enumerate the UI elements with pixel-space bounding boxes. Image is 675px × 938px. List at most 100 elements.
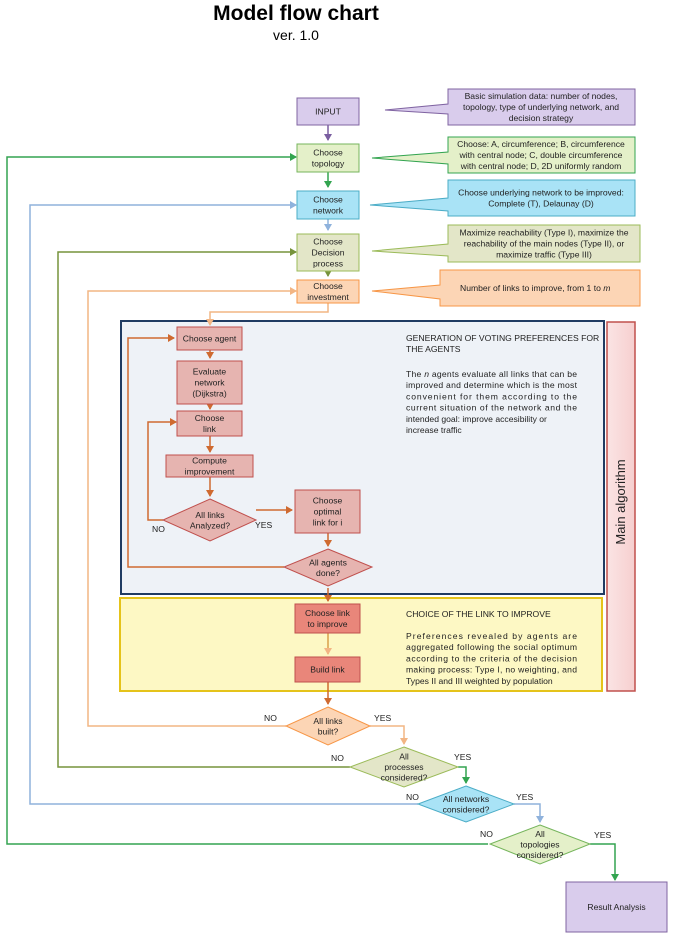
node-texts: INPUTChoosetopologyChoosenetworkChooseDe… bbox=[183, 107, 646, 913]
node-evaluate-line: Evaluate bbox=[193, 367, 227, 377]
decision-links_built-line: All links bbox=[313, 716, 342, 726]
decision-analyzed-line: All links bbox=[195, 510, 224, 520]
arrow-links-built-no-loop bbox=[87, 287, 297, 727]
label-yes-topologies: YES bbox=[594, 830, 611, 840]
arrow-networks-yes bbox=[514, 803, 544, 823]
callout-input-text-line: decision strategy bbox=[509, 113, 574, 123]
choose-decision-node bbox=[296, 233, 360, 272]
arrow-processes-no-loop bbox=[57, 248, 350, 768]
choice-paragraph-line: Types II and III weighted by population bbox=[406, 676, 553, 686]
arrow-processes-yes bbox=[458, 766, 470, 784]
voting-heading: GENERATION OF VOTING PREFERENCES FOR bbox=[406, 333, 599, 343]
label-yes-networks: YES bbox=[516, 792, 533, 802]
evaluate-network-node bbox=[176, 360, 243, 405]
decision-topologies-line: topologies bbox=[520, 840, 559, 850]
choice-paragraph-line: aggregated following the social optimum bbox=[406, 642, 577, 652]
callout-investment bbox=[371, 269, 641, 307]
node-network-line: network bbox=[313, 206, 344, 216]
callout-topology-text-line: with central node; C, double circumferen… bbox=[459, 150, 623, 160]
choice-paragraph-line: making process: Type I, no weighting, an… bbox=[406, 665, 577, 675]
region-texts: GENERATION OF VOTING PREFERENCES FORTHE … bbox=[406, 333, 599, 686]
decision-processes-line: considered? bbox=[381, 773, 428, 783]
input-node bbox=[296, 97, 360, 126]
node-compute-line: Compute bbox=[192, 456, 227, 466]
node-optimal-line: Choose bbox=[313, 496, 343, 506]
choose-link-to-improve-node bbox=[294, 603, 361, 634]
all-topologies-decision bbox=[488, 824, 592, 865]
callout-network bbox=[369, 179, 636, 217]
node-result-line: Result Analysis bbox=[587, 902, 645, 912]
node-link-line: Choose bbox=[195, 413, 225, 423]
callout-input-text-line: topology, type of underlying network, an… bbox=[463, 102, 619, 112]
label-yes-links-built: YES bbox=[374, 713, 391, 723]
label-no-networks: NO bbox=[406, 792, 419, 802]
callout-decision-text-line: reachability of the main nodes (Type II)… bbox=[464, 239, 625, 249]
arrow-analyzed-no-loop bbox=[147, 418, 177, 521]
node-topology-line: Choose bbox=[313, 148, 343, 158]
callout-texts: Basic simulation data: number of nodes,t… bbox=[457, 91, 629, 293]
node-investment-line: investment bbox=[307, 292, 349, 302]
label-yes-processes: YES bbox=[454, 752, 471, 762]
main-algorithm-bar bbox=[606, 321, 636, 692]
choice-paragraph-line: Preferences revealed by agents are bbox=[406, 631, 577, 641]
label-no-links-built: NO bbox=[264, 713, 277, 723]
node-network-line: Choose bbox=[313, 195, 343, 205]
voting-paragraph-line: intended goal: improve accesibility or bbox=[406, 414, 547, 424]
decision-networks-line: All networks bbox=[443, 794, 489, 804]
callout-topology-text-line: Choose: A, circumference; B, circumferen… bbox=[457, 139, 625, 149]
node-build-line: Build link bbox=[310, 665, 345, 675]
voting-paragraph-line: convenient for them according to the bbox=[406, 391, 577, 401]
callout-network-text-line: Complete (T), Delaunay (D) bbox=[488, 199, 594, 209]
node-decision-line: process bbox=[313, 259, 343, 269]
voting-heading: THE AGENTS bbox=[406, 344, 461, 354]
label-no-processes: NO bbox=[331, 753, 344, 763]
node-improve-line: to improve bbox=[307, 619, 347, 629]
choose-agent-node bbox=[176, 326, 243, 351]
label-yes-analyzed: YES bbox=[255, 520, 272, 530]
decision-networks-line: considered? bbox=[443, 804, 490, 814]
label-no-topologies: NO bbox=[480, 829, 493, 839]
choose-topology-node bbox=[296, 143, 360, 173]
voting-paragraph-line: improved and determine which is the most bbox=[406, 380, 578, 390]
callout-decision bbox=[371, 224, 641, 263]
node-input-line: INPUT bbox=[315, 107, 342, 117]
node-decision-line: Choose bbox=[313, 237, 343, 247]
all-links-analyzed-decision bbox=[161, 498, 258, 542]
main-algorithm-label: Main algorithm bbox=[613, 459, 628, 544]
page-subtitle: ver. 1.0 bbox=[273, 27, 319, 43]
voting-paragraph-line: The n agents evaluate all links that can… bbox=[406, 369, 577, 379]
voting-paragraph-line: increase traffic bbox=[406, 425, 462, 435]
callout-decision-text-line: maximize traffic (Type III) bbox=[496, 250, 592, 260]
choice-paragraph-line: according to the criteria of the decisio… bbox=[406, 653, 577, 663]
arrow-links-built-yes bbox=[370, 725, 408, 745]
choose-network-node bbox=[296, 190, 360, 220]
arrow-topologies-no-loop bbox=[6, 153, 488, 845]
label-no-analyzed: NO bbox=[152, 524, 165, 534]
choose-optimal-link-node bbox=[294, 489, 361, 534]
callout-input-text-line: Basic simulation data: number of nodes, bbox=[465, 91, 618, 101]
decision-processes-line: All bbox=[399, 752, 409, 762]
node-agent-line: Choose agent bbox=[183, 334, 237, 344]
arrow-networks-no-loop bbox=[29, 201, 418, 805]
arrow-investment-to-agent bbox=[206, 303, 329, 326]
callout-investment-text: Number of links to improve, from 1 to m bbox=[460, 283, 610, 293]
node-evaluate-line: (Dijkstra) bbox=[192, 389, 227, 399]
all-agents-done-decision bbox=[282, 548, 374, 587]
decision-agents_done-line: done? bbox=[316, 568, 340, 578]
all-networks-decision bbox=[416, 785, 516, 823]
choice-heading: CHOICE OF THE LINK TO IMPROVE bbox=[406, 609, 551, 619]
voting-paragraph-line: current situation of the network and the bbox=[406, 403, 577, 413]
node-investment-line: Choose bbox=[313, 281, 343, 291]
compute-improvement-node bbox=[165, 454, 254, 478]
node-compute-line: improvement bbox=[185, 467, 235, 477]
node-topology-line: topology bbox=[312, 159, 345, 169]
node-optimal-line: link for i bbox=[313, 518, 343, 528]
build-link-node bbox=[294, 656, 361, 683]
node-evaluate-line: network bbox=[194, 378, 225, 388]
node-decision-line: Decision bbox=[312, 248, 345, 258]
decision-topologies-line: considered? bbox=[517, 850, 564, 860]
decision-processes-line: processes bbox=[384, 762, 423, 772]
arrow-topologies-yes bbox=[590, 843, 619, 881]
